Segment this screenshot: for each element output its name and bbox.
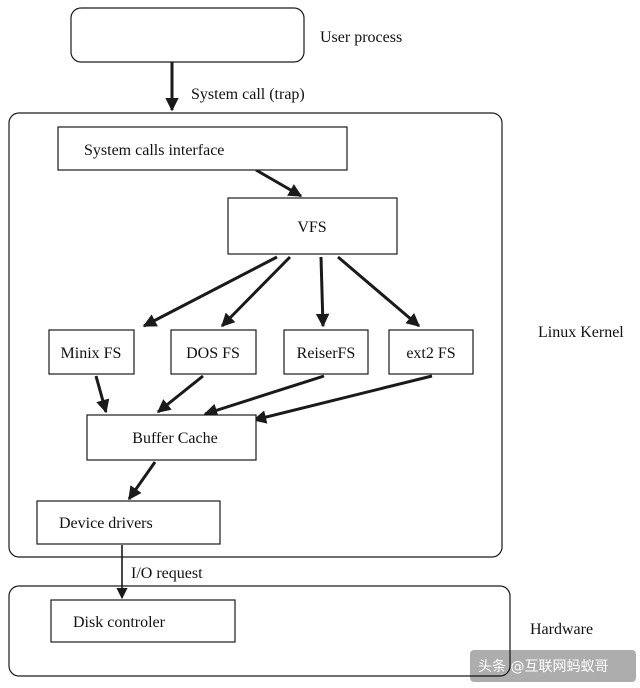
edge-syscalls-to-vfs [255,168,303,198]
edge-reiser-to-cache [203,374,325,417]
edge-vfs-to-reiser [315,256,330,328]
label-system-call-trap: System call (trap) [191,86,305,103]
label-ext2-fs: ext2 FS [406,345,455,362]
edge-cache-to-drivers [127,461,157,501]
label-device-drivers: Device drivers [59,515,153,532]
edge-dos-to-cache [156,374,204,414]
edge-ext2-to-cache [252,374,433,424]
edge-vfs-to-ext2 [337,255,421,328]
linux-kernel-region [8,112,503,558]
node-buffer-cache-box [86,414,257,461]
node-disk-controller-box [50,599,236,643]
hardware-region [8,585,511,677]
node-ext2-fs-box [388,329,474,375]
node-system-calls-interface-box [57,126,348,171]
node-minix-fs-box [48,329,135,375]
label-dos-fs: DOS FS [186,345,240,362]
label-buffer-cache: Buffer Cache [132,430,217,447]
label-minix-fs: Minix FS [61,345,122,362]
edge-vfs-to-minix [142,255,278,328]
edge-vfs-to-dos [220,255,292,328]
label-disk-controller: Disk controler [73,614,166,631]
watermark-backdrop [470,650,636,682]
node-user-process [70,7,305,63]
label-hardware: Hardware [530,621,593,638]
label-user-process: User process [320,29,402,46]
label-reiser-fs: ReiserFS [297,345,356,362]
node-reiser-fs-box [283,329,369,375]
node-dos-fs-box [170,329,257,375]
node-device-drivers-box [36,500,221,545]
label-vfs: VFS [297,219,326,236]
edge-minix-to-cache [94,375,110,414]
label-system-calls-interface: System calls interface [84,142,224,159]
label-linux-kernel: Linux Kernel [538,324,624,341]
node-vfs-box [227,197,398,255]
watermark-text: 头条 @互联网蚂蚁哥 [478,658,608,675]
label-io-request: I/O request [131,565,203,582]
